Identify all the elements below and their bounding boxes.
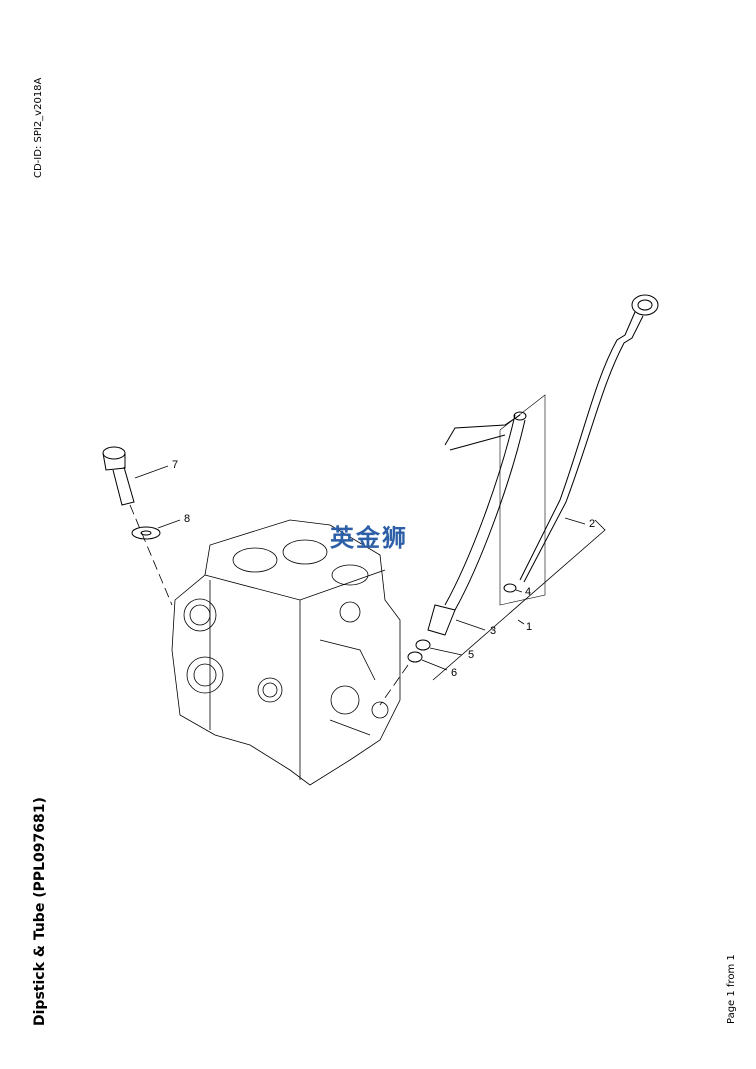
o-rings [407,583,517,663]
callout-4: 4 [525,586,531,598]
dipstick-part-2 [519,294,659,583]
callout-7: 7 [172,459,178,471]
watermark: 英金狮 [330,524,408,552]
engine-block-drawing [171,519,401,786]
callout-1: 1 [526,621,532,633]
callout-5: 5 [468,649,474,661]
callout-8: 8 [184,513,190,525]
callout-3: 3 [490,625,496,637]
callout-2: 2 [589,518,595,530]
bolt-part-7 [102,446,135,506]
washer-part-8 [131,526,161,540]
callout-6: 6 [451,667,457,679]
tube-part-3 [427,411,527,636]
